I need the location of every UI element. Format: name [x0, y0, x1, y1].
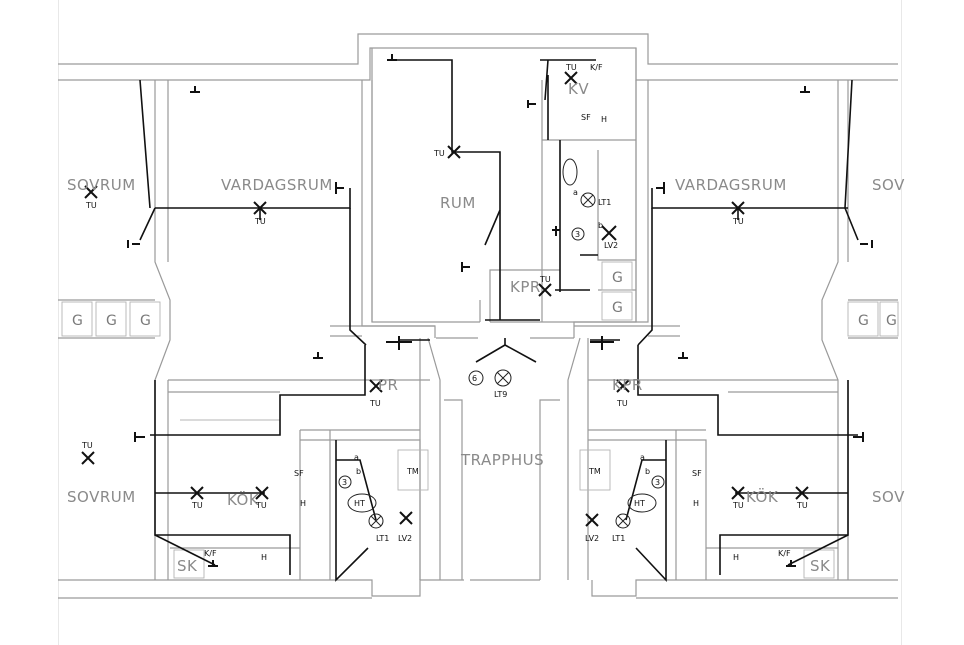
- ceiling-outlets: [81, 71, 809, 527]
- a-label: a: [640, 453, 645, 462]
- tm-label: TM: [406, 467, 419, 476]
- h-label: H: [300, 499, 306, 508]
- h-label: H: [733, 553, 739, 562]
- b-label: b: [645, 467, 650, 476]
- sf-label: SF: [581, 113, 591, 122]
- room-vardagsrum-left: VARDAGSRUM: [221, 176, 333, 194]
- tu-label: TU: [539, 275, 551, 284]
- three-label: 3: [655, 478, 660, 487]
- room-kok-left: KÖK: [227, 490, 260, 509]
- g-label: G: [886, 313, 897, 329]
- lv2-label: LV2: [398, 534, 412, 543]
- g-label: G: [72, 313, 83, 329]
- g-label: G: [612, 270, 623, 286]
- walls: [58, 33, 898, 599]
- g-labels: G G G G G G G: [72, 270, 897, 329]
- tu-label: TU: [254, 217, 266, 226]
- six-label: 6: [472, 374, 477, 383]
- ht-label: HT: [634, 499, 645, 508]
- lt1-label: LT1: [376, 534, 389, 543]
- b-label: b: [356, 467, 361, 476]
- tu-label: TU: [616, 399, 628, 408]
- room-pr-left: PR: [378, 376, 398, 394]
- tu-label: TU: [85, 201, 97, 210]
- b-label: b: [598, 221, 603, 230]
- a-label: a: [354, 453, 359, 462]
- kf-label: K/F: [590, 63, 603, 72]
- symbol-labels: TU TU TU TU TU TU TU TU TU TU TU TU TU K…: [81, 63, 808, 562]
- room-sovrum-left-bottom: SOVRUM: [67, 488, 136, 506]
- room-sk-right: SK: [810, 557, 831, 575]
- tu-label: TU: [732, 217, 744, 226]
- h-label: H: [261, 553, 267, 562]
- lt1-label: LT1: [612, 534, 625, 543]
- ht-label: HT: [354, 499, 365, 508]
- tu-label: TU: [191, 501, 203, 510]
- room-labels: SOVRUM VARDAGSRUM RUM KV VARDAGSRUM SOV …: [67, 80, 905, 575]
- tu-label: TU: [433, 149, 445, 158]
- three-label: 3: [342, 478, 347, 487]
- kf-label: K/F: [778, 549, 791, 558]
- tu-label: TU: [369, 399, 381, 408]
- room-pr-right: KPR: [612, 376, 643, 394]
- tu-label: TU: [255, 501, 267, 510]
- wall-outlets: [127, 54, 873, 567]
- a-label: a: [573, 188, 578, 197]
- room-kv: KV: [568, 80, 589, 98]
- lt1-label: LT1: [598, 198, 611, 207]
- tu-label: TU: [732, 501, 744, 510]
- room-sovrum-right-top: SOV: [872, 176, 905, 194]
- room-trapphus: TRAPPHUS: [460, 451, 544, 469]
- tu-label: TU: [565, 63, 577, 72]
- light-fixtures: [338, 158, 665, 529]
- h-label: H: [601, 115, 607, 124]
- g-label: G: [612, 300, 623, 316]
- room-kok-right: KÖK: [746, 487, 779, 506]
- wiring: [139, 59, 859, 583]
- lt9-label: LT9: [494, 390, 507, 399]
- g-label: G: [858, 313, 869, 329]
- tu-label: TU: [796, 501, 808, 510]
- g-label: G: [140, 313, 151, 329]
- room-sovrum-left-top: SOVRUM: [67, 176, 136, 194]
- lv2-label: LV2: [585, 534, 599, 543]
- sf-label: SF: [294, 469, 304, 478]
- room-sk-left: SK: [177, 557, 198, 575]
- room-rum: RUM: [440, 194, 476, 212]
- tm-label: TM: [588, 467, 601, 476]
- room-vardagsrum-right: VARDAGSRUM: [675, 176, 787, 194]
- g-label: G: [106, 313, 117, 329]
- room-sovrum-right-bottom: SOV: [872, 488, 905, 506]
- room-kpr: KPR: [510, 278, 541, 296]
- lv2-label: LV2: [604, 241, 618, 250]
- h-label: H: [693, 499, 699, 508]
- three-label: 3: [575, 230, 580, 239]
- sf-label: SF: [692, 469, 702, 478]
- storage-boxes: [61, 261, 899, 579]
- kf-label: K/F: [204, 549, 217, 558]
- tu-label: TU: [81, 441, 93, 450]
